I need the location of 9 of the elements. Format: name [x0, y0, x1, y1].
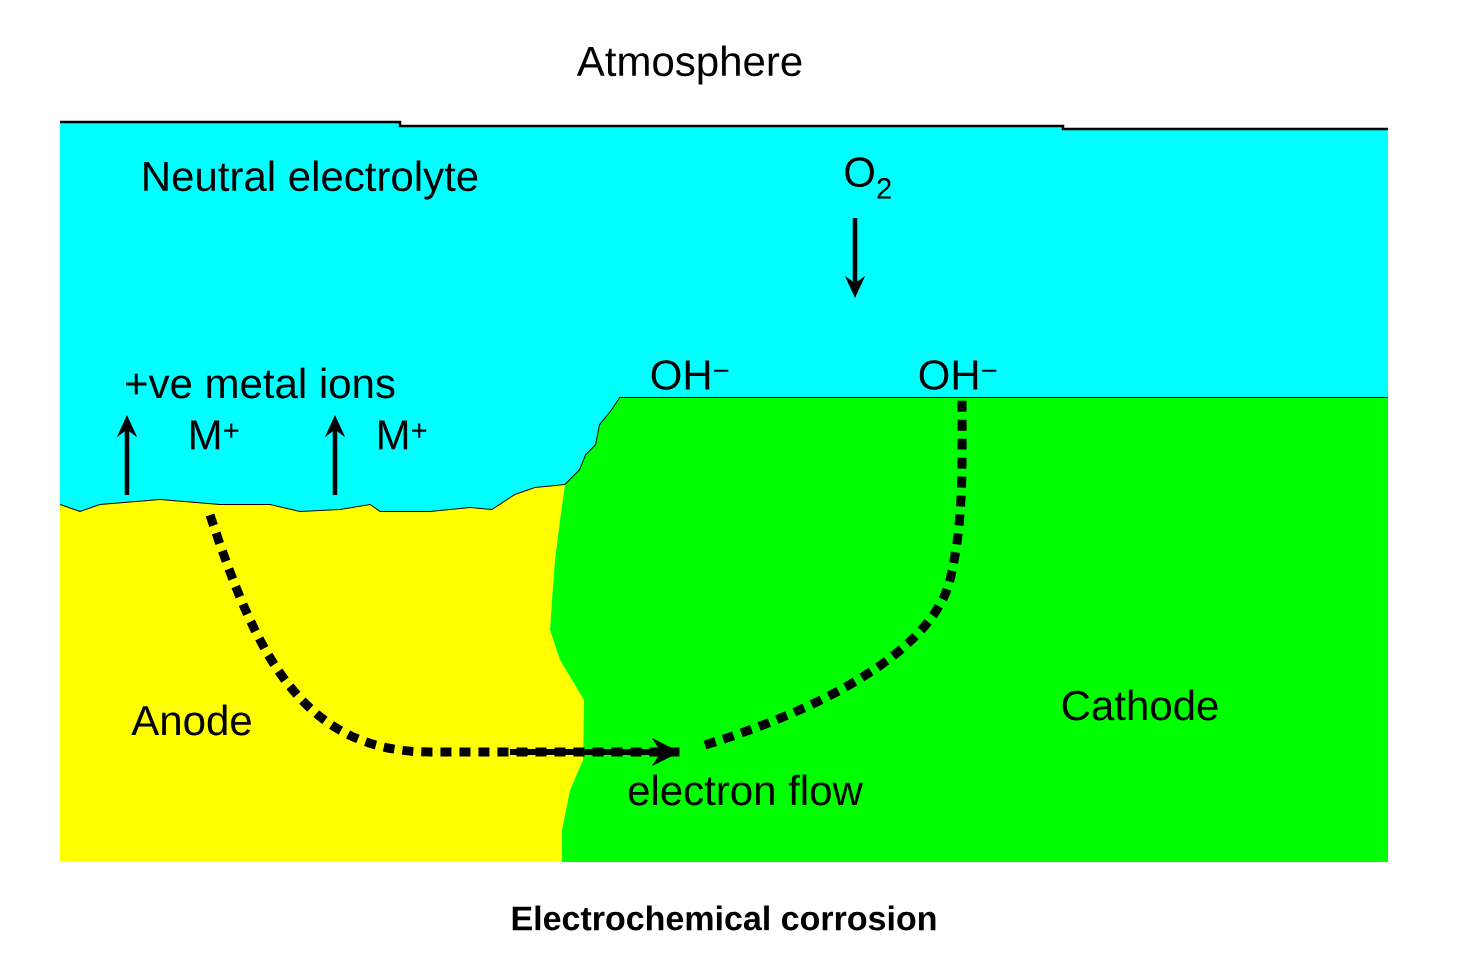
ion-label: OH$^{−}$: [651, 360, 729, 390]
text-label: Atmosphere: [576, 45, 802, 85]
ion-label: OH$^{−}$: [919, 360, 997, 390]
ion-label: M$^{+}$: [191, 420, 239, 450]
formula-text: O$_{2}$: [845, 157, 891, 199]
edge-label: electron flow: [625, 772, 865, 808]
caption: Electrochemical corrosion: [512, 905, 936, 931]
ion-label: M$^{+}$: [379, 420, 427, 450]
text-label: +ve metal ions: [126, 367, 395, 399]
